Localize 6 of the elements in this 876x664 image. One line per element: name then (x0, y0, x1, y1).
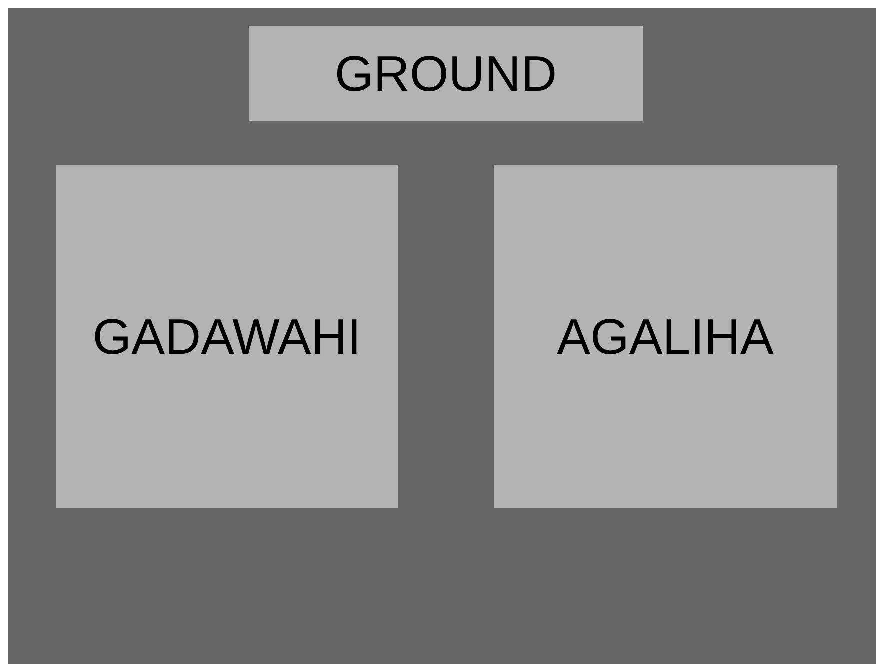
label-box (56, 165, 398, 508)
label-box (249, 26, 643, 121)
box-label: GROUND (334, 44, 558, 102)
box-label: AGALIHA (557, 308, 774, 366)
label-box (494, 165, 837, 508)
box-label: GADAWAHI (92, 308, 362, 366)
